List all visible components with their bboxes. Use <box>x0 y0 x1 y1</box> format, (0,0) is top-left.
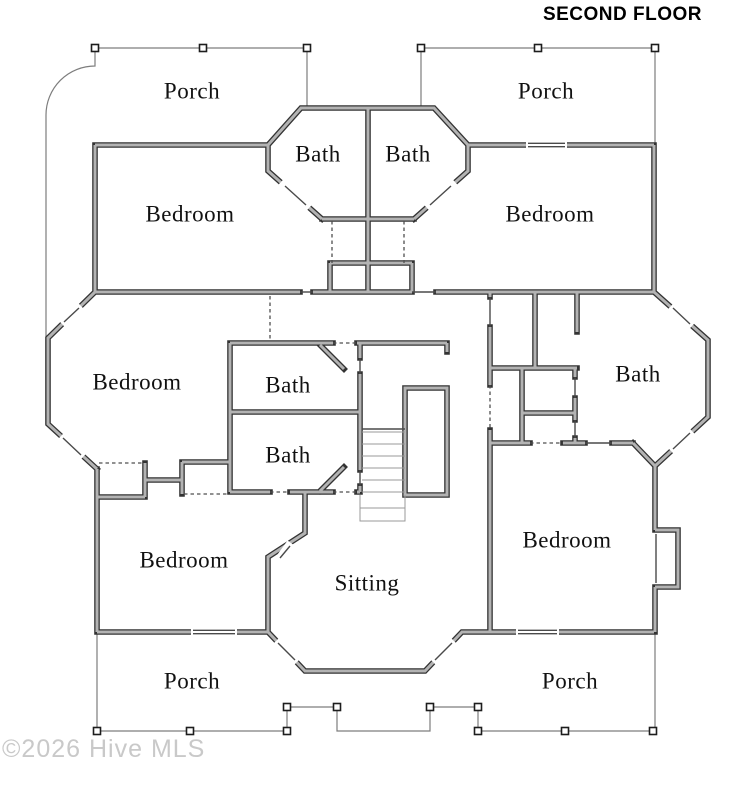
room-label-bedroom-top-left: Bedroom <box>145 201 235 227</box>
room-label-porch-bottom-left: Porch <box>163 668 221 694</box>
watermark: ©2026 Hive MLS <box>2 735 206 763</box>
room-label-bedroom-bottom-left: Bedroom <box>139 547 229 573</box>
staircase <box>359 428 406 522</box>
room-label-bath-right: Bath <box>615 361 661 387</box>
page-title: SECOND FLOOR <box>542 4 702 25</box>
dashed-openings <box>99 221 563 495</box>
room-label-porch-top-right: Porch <box>517 78 575 104</box>
room-label-bedroom-bottom-right: Bedroom <box>522 527 612 553</box>
room-label-bedroom-mid-left: Bedroom <box>92 369 182 395</box>
room-label-bath-center-upper: Bath <box>265 372 311 398</box>
room-label-bedroom-top-right: Bedroom <box>505 201 595 227</box>
room-label-bath-top-center-left: Bath <box>295 141 341 167</box>
doors <box>279 185 657 583</box>
porch-posts <box>90 43 660 736</box>
room-label-bath-top-center-right: Bath <box>385 141 431 167</box>
windows <box>62 142 691 661</box>
room-label-bath-center-lower: Bath <box>265 442 311 468</box>
room-label-sitting-room: Sitting <box>334 570 400 596</box>
room-label-porch-bottom-right: Porch <box>541 668 599 694</box>
room-label-porch-top-left: Porch <box>163 78 221 104</box>
